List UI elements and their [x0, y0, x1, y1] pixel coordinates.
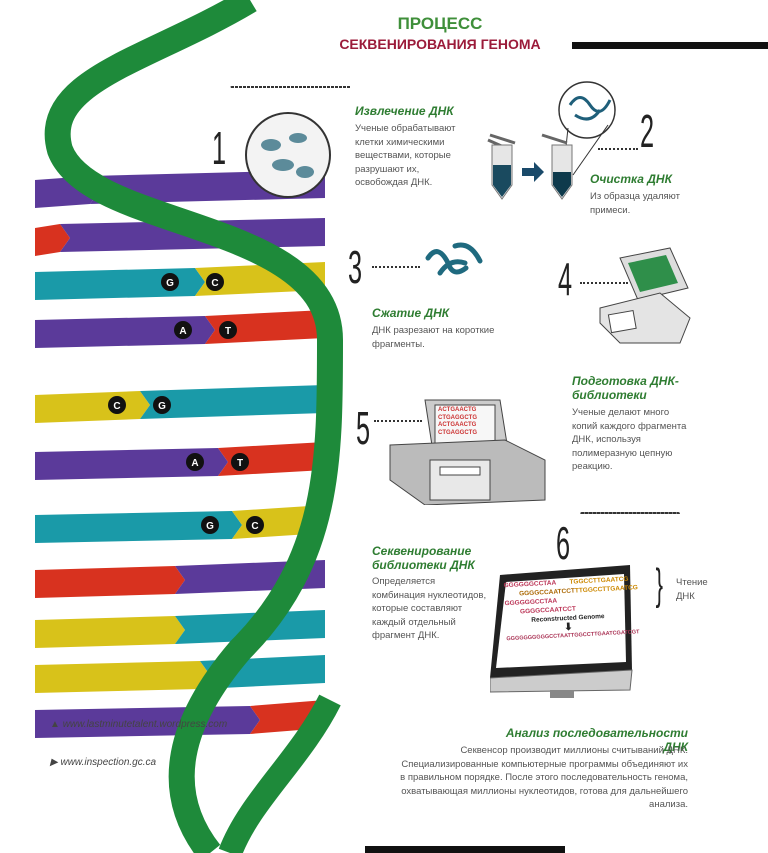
- divider-top: [572, 42, 768, 49]
- brace-label: Чтение ДНК: [676, 577, 708, 602]
- base-pair-left: [35, 448, 228, 480]
- pcr-machine-icon: [599, 247, 691, 344]
- nucleotide-badge: [153, 396, 171, 414]
- connector-1: [230, 86, 350, 88]
- nucleotide-badge: [206, 273, 224, 291]
- base-pair-left: [35, 268, 205, 300]
- play-icon: ▶: [50, 757, 58, 768]
- divider-bottom: [365, 846, 565, 853]
- base-pair-left: [35, 661, 210, 693]
- dna-helix-illustration: G C A T C G A T G C: [35, 0, 344, 853]
- base-pair-right: [140, 385, 325, 419]
- step-6-title: Анализ последовательности ДНК: [505, 726, 688, 754]
- step-5-number: 5: [356, 402, 371, 454]
- connector-5: [374, 420, 422, 422]
- nucleotide-letter: G: [166, 278, 174, 289]
- source-2[interactable]: ▶ www.inspection.gc.ca: [50, 757, 157, 768]
- dna-backbone: [44, 0, 344, 853]
- step-6-number: 6: [556, 517, 571, 569]
- triangle-icon: ▲: [50, 719, 60, 730]
- dna-backbone-lower: [218, 694, 341, 853]
- screen-line: CTGAGGCTG: [438, 429, 477, 436]
- nucleotide-letter: A: [191, 458, 198, 469]
- step-5-text: Определяется комбинация нуклеотидов, кот…: [372, 576, 487, 641]
- step-2-title: Очистка ДНК: [590, 172, 672, 186]
- nucleotide-badge: [108, 396, 126, 414]
- nucleotide-letter: G: [158, 401, 166, 412]
- brace-icon: }: [655, 560, 664, 609]
- step-2-number: 2: [640, 105, 655, 157]
- sequencer-icon: [389, 399, 546, 505]
- step-3-number: 3: [348, 241, 363, 293]
- connector-4: [580, 282, 628, 284]
- base-pair-left: [35, 511, 242, 543]
- nucleotide-letter: G: [206, 521, 214, 532]
- step-6-text: Секвенсор производит миллионы считываний…: [400, 745, 688, 810]
- nucleotide-badge: [231, 453, 249, 471]
- screen-line: ACTGAACTG: [438, 407, 477, 413]
- step-1-text: Ученые обрабатывают клетки химическими в…: [355, 123, 456, 188]
- nucleotide-badge: [186, 453, 204, 471]
- nucleotide-badge: [161, 273, 179, 291]
- nucleotide-badge: [219, 321, 237, 339]
- monitor-icon: [490, 565, 633, 698]
- screen-line: ACTGAACTG: [438, 422, 477, 428]
- connector-2: [598, 148, 638, 150]
- nucleotide-badge: [174, 321, 192, 339]
- step-5-title: Секвенирование библиотеки ДНК: [372, 544, 475, 572]
- screen-line: CTGAGGCTG: [438, 414, 477, 421]
- cell-icon: [245, 112, 331, 198]
- nucleotide-letter: T: [225, 326, 231, 337]
- step-1-title: Извлечение ДНК: [355, 104, 454, 118]
- base-pair-left: [35, 316, 215, 348]
- nucleotide-letter: C: [113, 401, 120, 412]
- dna-fragments-icon: [425, 242, 483, 276]
- nucleotide-letter: T: [237, 458, 243, 469]
- base-pair-left: [35, 616, 185, 648]
- connector-3: [372, 266, 420, 268]
- title-line1: ПРОЦЕСС: [397, 14, 483, 33]
- step-3-text: ДНК разрезают на короткие фрагменты.: [372, 325, 495, 350]
- step-3-title: Сжатие ДНК: [372, 306, 450, 320]
- step-4-text: Ученые делают много копий каждого фрагме…: [572, 407, 687, 472]
- nucleotide-badge: [246, 516, 264, 534]
- nucleotide-letter: A: [179, 326, 186, 337]
- test-tubes-icon: [487, 81, 616, 200]
- nucleotide-letter: C: [251, 521, 258, 532]
- step-1-number: 1: [212, 122, 227, 174]
- base-pair-left: [35, 566, 185, 598]
- title-line2: СЕКВЕНИРОВАНИЯ ГЕНОМА: [339, 36, 541, 52]
- step-4-number: 4: [558, 253, 573, 305]
- connector-6: [580, 512, 680, 514]
- step-4-title: Подготовка ДНК-библиотеки: [572, 374, 679, 402]
- source-1[interactable]: ▲ www.lastminutetalent.wordpress.com: [50, 719, 228, 730]
- nucleotide-letter: C: [211, 278, 218, 289]
- base-pair-left: [35, 224, 70, 256]
- base-pair-left: [35, 391, 150, 423]
- step-2-text: Из образца удаляют примеси.: [590, 191, 680, 216]
- nucleotide-badge: [201, 516, 219, 534]
